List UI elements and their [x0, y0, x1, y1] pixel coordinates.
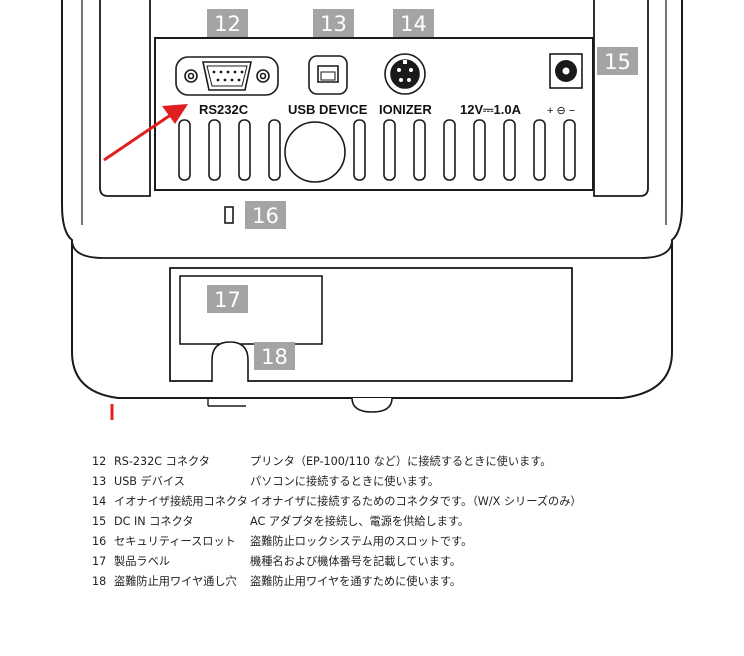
security-slot: [224, 206, 234, 224]
label-ionizer: IONIZER: [379, 102, 432, 117]
legend-item: 12 RS-232C コネクタ プリンタ（EP-100/110 など）に接続するとき…: [92, 452, 732, 472]
legend-description: イオナイザに接続するためのコネクタです。（W/X シリーズのみ）: [250, 495, 582, 508]
label-polarity: + ⊖ −: [547, 105, 575, 117]
svg-text:12: 12: [214, 12, 241, 36]
pointer-arrow-down: [110, 404, 114, 420]
legend-number: 16: [92, 535, 107, 548]
dc-in-connector: [549, 53, 583, 89]
legend-list: 12 RS-232C コネクタ プリンタ（EP-100/110 など）に接続するとき…: [92, 452, 732, 592]
label-rs232c: RS232C: [199, 102, 249, 117]
legend-name: 製品ラベル: [114, 555, 170, 568]
front-foot: [351, 397, 393, 413]
callout-12: 12: [207, 9, 248, 37]
device-body-inner-edge: [71, 239, 673, 259]
label-power-rating: 12V⎓1.0A: [460, 102, 522, 117]
legend-description: AC アダプタを接続し、電源を供給します。: [250, 515, 470, 528]
svg-text:17: 17: [214, 288, 241, 312]
legend-number: 12: [92, 455, 107, 468]
legend-item: 18 盗難防止用ワイヤ通し穴盗難防止用ワイヤを通すために使います。: [92, 572, 732, 592]
legend-name: RS-232C コネクタ: [114, 455, 210, 468]
svg-text:16: 16: [252, 204, 279, 228]
ionizer-connector: [384, 53, 426, 95]
label-usb-device: USB DEVICE: [288, 102, 368, 117]
legend-description: 盗難防止用ワイヤを通すために使います。: [250, 575, 462, 588]
vent-slots: [178, 119, 576, 181]
legend-number: 13: [92, 475, 107, 488]
callout-18: 18: [254, 342, 295, 370]
legend-name: イオナイザ接続用コネクタ: [114, 495, 248, 508]
legend-name: 盗難防止用ワイヤ通し穴: [114, 575, 237, 588]
rs232c-connector: [175, 56, 279, 96]
wire-hole: [211, 341, 249, 382]
svg-text:14: 14: [400, 12, 427, 36]
legend-number: 14: [92, 495, 107, 508]
pointer-arrow-rs232c: [103, 104, 188, 162]
callout-14: 14: [393, 9, 434, 37]
callout-17: 17: [207, 285, 248, 313]
svg-text:13: 13: [320, 12, 347, 36]
legend-description: パソコンに接続するときに使います。: [250, 475, 440, 488]
left-pillar: [99, 0, 151, 197]
legend-item: 14 イオナイザ接続用コネクタイオナイザに接続するためのコネクタです。（W/X シ…: [92, 492, 732, 512]
right-pillar: [593, 0, 649, 197]
callout-13: 13: [313, 9, 354, 37]
legend-number: 18: [92, 575, 107, 588]
round-vent: [284, 121, 346, 183]
legend-name: DC IN コネクタ: [114, 515, 194, 528]
usb-connector: [308, 55, 348, 95]
legend-number: 15: [92, 515, 107, 528]
legend-number: 17: [92, 555, 107, 568]
callout-16: 16: [245, 201, 286, 229]
legend-item: 17 製品ラベル 機種名および機体番号を記載しています。: [92, 552, 732, 572]
legend-description: プリンタ（EP-100/110 など）に接続するときに使います。: [250, 455, 552, 468]
device-rear-diagram: RS232C USB DEVICE IONIZER 12V⎓1.0A + ⊖ −…: [61, 0, 683, 420]
svg-text:15: 15: [604, 50, 631, 74]
legend-name: セキュリティースロット: [114, 535, 236, 548]
legend-description: 盗難防止ロックシステム用のスロットです。: [250, 535, 473, 548]
legend-description: 機種名および機体番号を記載しています。: [250, 555, 462, 568]
legend-item: 13 USB デバイス パソコンに接続するときに使います。: [92, 472, 732, 492]
product-label: [179, 275, 323, 345]
legend-item: 15 DC IN コネクタ AC アダプタを接続し、電源を供給します。: [92, 512, 732, 532]
svg-text:18: 18: [261, 345, 288, 369]
legend-name: USB デバイス: [114, 475, 185, 488]
legend-item: 16 セキュリティースロット 盗難防止ロックシステム用のスロットです。: [92, 532, 732, 552]
callout-15: 15: [597, 47, 638, 75]
